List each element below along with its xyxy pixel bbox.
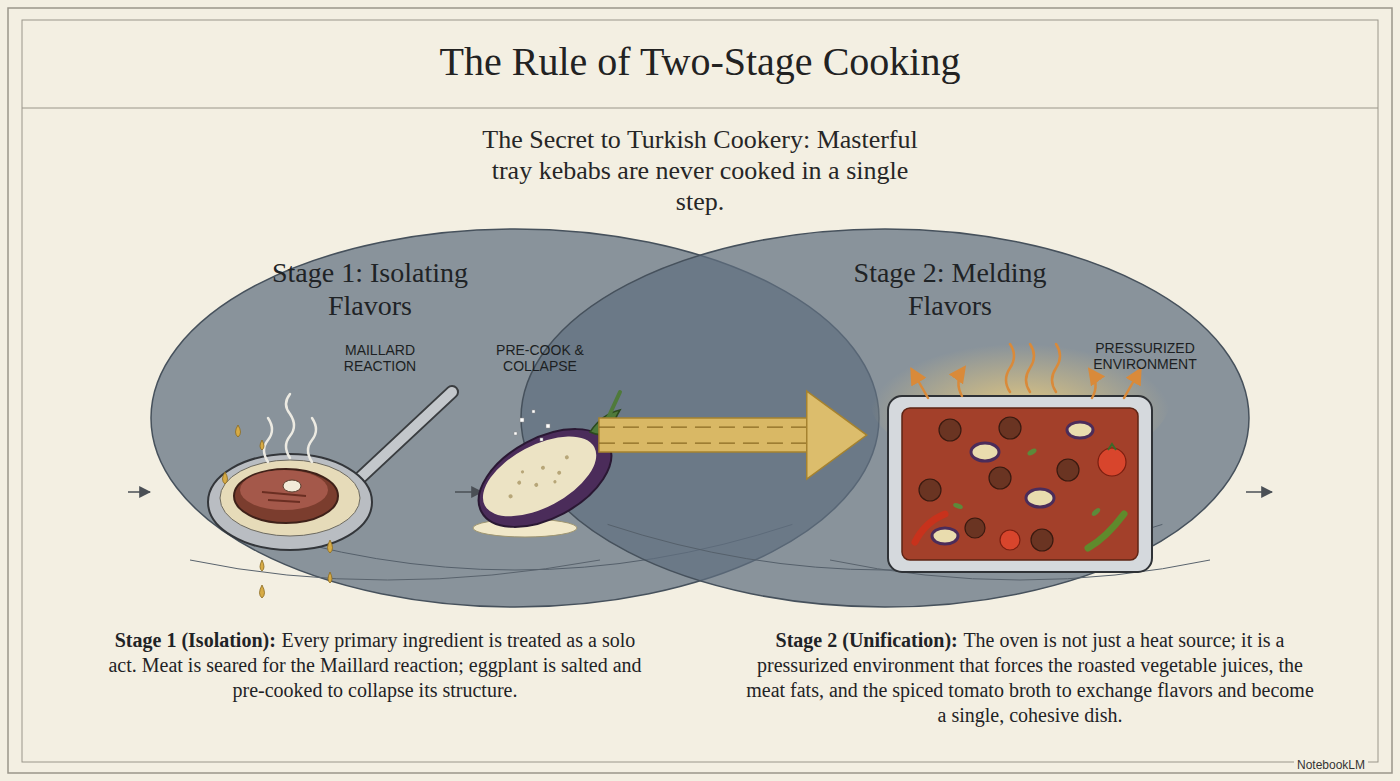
heat-arrows-part [912, 370, 928, 398]
frame-lines-part [22, 20, 1378, 762]
baking-tray-part-part [1026, 447, 1037, 456]
baking-tray-part [1108, 444, 1116, 450]
eggplant-part [608, 392, 620, 418]
eggplant-part-part-part [508, 494, 513, 499]
baking-tray-part [919, 417, 1079, 551]
eggplant-part-part [470, 420, 609, 533]
arrow-head [807, 391, 867, 479]
eggplant-part [514, 410, 550, 441]
baking-tray-part-part [939, 419, 961, 441]
baking-tray-part-part [1067, 422, 1093, 438]
frying-pan-part [208, 454, 372, 550]
eggplant-part-part-part [564, 455, 569, 460]
eggplant-part-part [520, 418, 524, 422]
arrow-band [599, 418, 809, 452]
eggplant-part-part [514, 432, 517, 435]
steam-part [286, 394, 294, 458]
oil-drops-part [236, 425, 241, 437]
oil-drops-part [223, 472, 228, 484]
step-label: MAILLARD REACTION [320, 342, 440, 374]
eggplant-part-part-part [553, 480, 557, 484]
diagram-title: The Rule of Two-Stage Cooking [200, 38, 1200, 85]
baking-tray-part-part [999, 417, 1021, 439]
subtitle: The Secret to Turkish Cookery: Masterful… [480, 124, 920, 218]
arrow-dash [599, 443, 809, 444]
baking-tray-part-part [1000, 530, 1020, 550]
eggplant-part-part-part [540, 465, 545, 470]
oil-drops-part [328, 572, 332, 583]
baking-tray-part-part [1057, 459, 1079, 481]
oil-drops-part [328, 540, 333, 553]
frying-pan-part [220, 460, 360, 536]
baking-tray-part-part [1098, 448, 1126, 476]
baking-tray-part [888, 396, 1152, 572]
stage-heading: Stage 2: Melding Flavors [845, 256, 1055, 322]
frying-pan-part [360, 392, 452, 478]
steam [264, 394, 316, 462]
baking-tray-part [932, 422, 1093, 544]
baking-tray-part [1088, 514, 1124, 548]
baking-tray-part-part [952, 502, 963, 510]
flow-lines-part [128, 491, 150, 493]
oil-drops-part [260, 440, 264, 450]
baking-tray-part [952, 447, 1101, 517]
baking-tray-part-part [971, 443, 999, 461]
heat-arrows-part [1026, 344, 1034, 392]
baking-tray-part-part [1031, 529, 1053, 551]
eggplant-part-part [532, 410, 535, 413]
baking-tray-part [902, 408, 1138, 560]
baking-tray-part-part [1091, 507, 1102, 517]
frame-lines-part [22, 108, 1378, 109]
eggplant-part-part [546, 424, 550, 428]
heat-arrows-part [1090, 370, 1096, 398]
stage-heading: Stage 1: Isolating Flavors [265, 256, 475, 322]
flow-lines-part [190, 560, 600, 580]
frame-lines-part [8, 8, 1392, 773]
baking-tray-part-part [919, 479, 941, 501]
oil-drops-part [260, 585, 265, 598]
description-block: Stage 1 (Isolation):Every primary ingred… [100, 628, 650, 703]
eggplant-part-part-part [534, 482, 539, 487]
frying-pan-part [283, 480, 301, 492]
frying-pan [208, 392, 452, 550]
baking-tray-part [1000, 448, 1126, 550]
steam-part [308, 418, 316, 462]
step-label: PRE-COOK & COLLAPSE [480, 342, 600, 374]
eggplant-part-part-part [516, 480, 521, 485]
step-label: PRESSURIZED ENVIRONMENT [1075, 340, 1215, 372]
heat-arrows-part [1124, 370, 1140, 398]
heat-arrows-part [1052, 344, 1060, 392]
description-heading: Stage 1 (Isolation): [115, 629, 276, 651]
baking-tray-part [915, 514, 945, 542]
eggplant-part-part-part [556, 470, 561, 475]
eggplant [463, 392, 628, 547]
frying-pan-part [234, 469, 338, 523]
frying-pan-part [360, 392, 452, 478]
watermark: NotebookLM [1294, 758, 1368, 772]
heat-arrows-part [1006, 344, 1014, 392]
flow-lines-part [455, 491, 482, 493]
baking-tray-part-part [989, 467, 1011, 489]
heat-arrows-part [958, 368, 964, 396]
eggplant-part-part [501, 448, 577, 506]
flow-lines-part [1246, 491, 1272, 493]
steam-part [264, 418, 272, 462]
oil-drops-part [260, 560, 264, 571]
eggplant-part-part-part [520, 470, 524, 474]
baking-tray-part-part [965, 518, 985, 538]
baking-tray-part-part [1026, 489, 1054, 507]
description-block: Stage 2 (Unification):The oven is not ju… [745, 628, 1315, 728]
frame-lines [8, 8, 1392, 773]
frying-pan-part [262, 492, 306, 502]
oil-drops [223, 425, 333, 598]
baking-tray-part-part [932, 528, 958, 544]
ellipse-shape [521, 229, 1249, 607]
frying-pan-part [240, 470, 328, 510]
arrow-dash [599, 427, 809, 428]
eggplant-part-part [540, 438, 543, 441]
description-heading: Stage 2 (Unification): [776, 629, 958, 651]
flow-arrow [599, 391, 867, 479]
